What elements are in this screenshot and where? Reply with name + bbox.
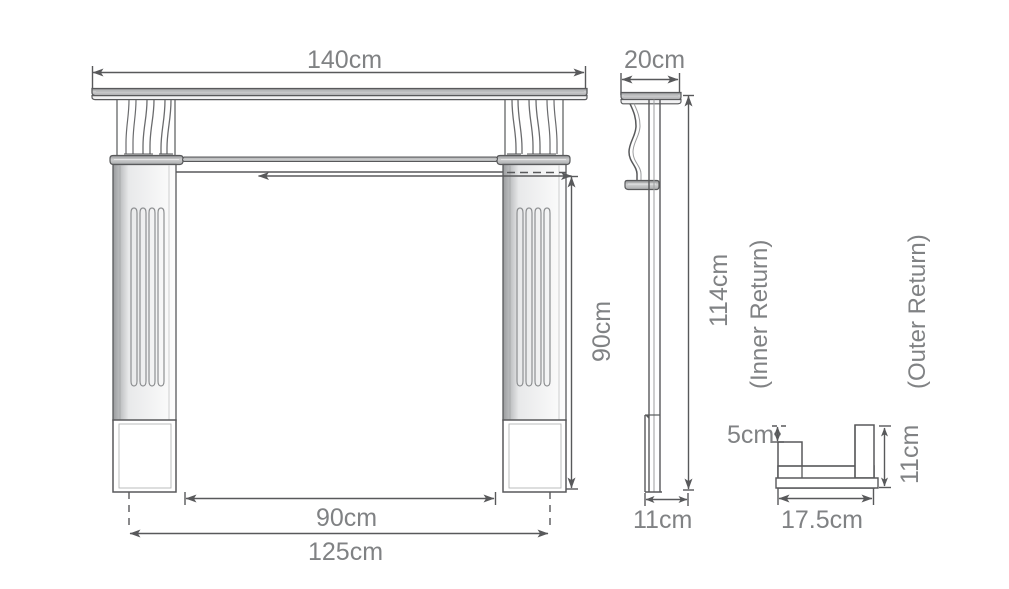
label-outer-return-width: 17.5cm — [781, 506, 863, 534]
outer-return-profile — [775, 424, 879, 489]
left-pilaster — [112, 163, 177, 422]
label-return-step: 5cm — [727, 421, 775, 449]
right-pilaster-flutes — [516, 207, 551, 387]
left-plinth — [112, 419, 177, 493]
left-corbel — [116, 98, 176, 161]
label-base-width: 125cm — [308, 538, 384, 566]
dim-base-width — [128, 492, 551, 538]
note-outer-return: (Outer Return) — [904, 234, 931, 389]
dim-outer-return-width — [777, 488, 875, 505]
mantel-shelf — [91, 87, 588, 101]
right-capital — [496, 154, 571, 166]
label-overall-width: 140cm — [307, 46, 383, 74]
note-inner-return: (Inner Return) — [746, 239, 773, 389]
outer-return-section-view — [771, 424, 891, 505]
left-pilaster-flutes — [130, 207, 165, 387]
label-overall-height: 114cm — [705, 253, 733, 327]
dim-opening-height — [258, 171, 572, 180]
side-corbel-foot — [624, 179, 660, 191]
right-pilaster — [502, 163, 567, 422]
label-inner-return: 11cm — [633, 506, 693, 534]
right-corbel — [504, 98, 564, 161]
label-shelf-depth: 20cm — [624, 46, 686, 74]
fireplace-opening — [174, 171, 506, 492]
side-profile-view — [620, 73, 694, 506]
dim-opening-height-arrow — [566, 175, 578, 490]
left-capital — [109, 154, 184, 166]
dim-return-step — [771, 425, 788, 443]
outer-return-inner-lines — [778, 425, 856, 478]
side-shelf — [620, 91, 682, 105]
right-plinth — [502, 419, 567, 493]
dim-outer-return-height — [879, 425, 891, 489]
dim-overall-height — [683, 94, 694, 491]
side-corbel-profile — [628, 103, 642, 181]
dim-shelf-depth — [620, 73, 681, 95]
dim-inner-return — [644, 493, 689, 506]
dim-overall-width — [91, 66, 587, 90]
label-opening-width: 90cm — [316, 504, 378, 532]
dim-opening-width — [184, 492, 497, 505]
frieze-rail — [181, 156, 499, 163]
label-outer-return-height: 11cm — [896, 424, 924, 484]
label-opening-height: 90cm — [588, 300, 616, 362]
side-pilaster — [644, 99, 662, 493]
front-elevation-view — [91, 66, 588, 538]
